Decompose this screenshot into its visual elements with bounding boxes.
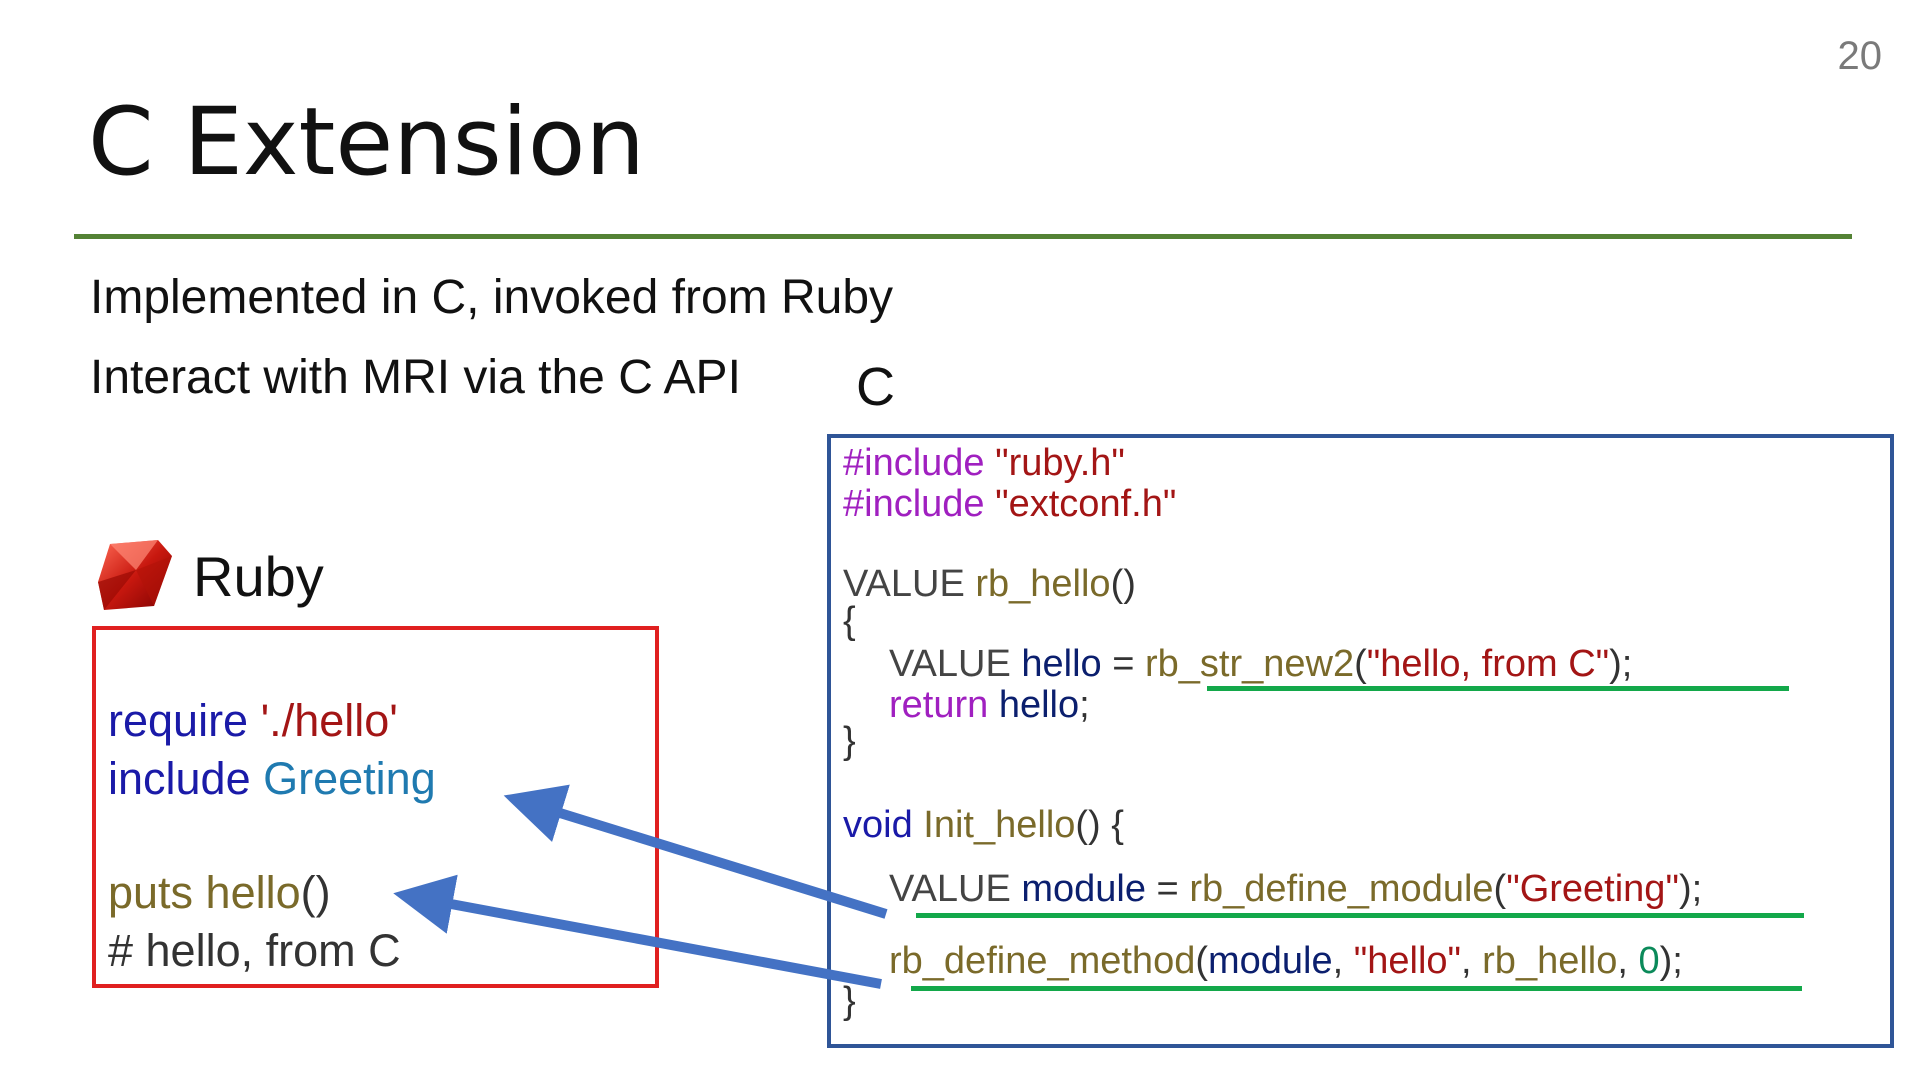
c-terminator: ; <box>1079 684 1090 726</box>
c-terminator: ); <box>1678 868 1703 910</box>
c-code-line: VALUE hello = rb_str_new2("hello, from C… <box>889 645 1632 683</box>
c-code-box <box>827 434 1894 1048</box>
c-code-line: } <box>843 982 856 1020</box>
c-type: VALUE <box>889 868 1011 910</box>
c-code-line: #include "extconf.h" <box>843 485 1176 523</box>
ruby-code-line: require './hello' <box>108 698 398 743</box>
c-string: "extconf.h" <box>995 483 1177 525</box>
ruby-logo-icon <box>98 540 172 610</box>
ruby-keyword: require <box>108 695 249 746</box>
highlight-underline <box>1207 686 1789 691</box>
slide-title: C Extension <box>88 88 645 197</box>
c-string: "Greeting" <box>1506 868 1679 910</box>
c-code-label: C <box>856 357 895 417</box>
ruby-code-line: puts hello() <box>108 870 331 915</box>
c-terminator: ); <box>1609 643 1633 685</box>
c-terminator: ); <box>1659 940 1683 982</box>
c-variable: module <box>1208 940 1333 982</box>
ruby-code-line: include Greeting <box>108 756 436 801</box>
c-variable: hello <box>1021 643 1102 685</box>
c-string: "hello, from C" <box>1366 643 1610 685</box>
title-divider <box>74 234 1852 239</box>
c-paren: ( <box>1354 643 1367 685</box>
c-function-name: rb_hello <box>975 563 1111 605</box>
ruby-comment: # hello, from C <box>108 925 401 976</box>
c-directive: #include <box>843 483 985 525</box>
c-parens: () { <box>1075 804 1124 846</box>
c-parens: () <box>1110 563 1136 605</box>
c-brace: } <box>843 720 856 762</box>
c-code-line: #include "ruby.h" <box>843 444 1125 482</box>
c-code-line: } <box>843 722 856 760</box>
c-paren: ( <box>1493 868 1507 910</box>
ruby-module-name: Greeting <box>263 753 436 804</box>
c-function-call: rb_define_method <box>889 940 1196 982</box>
c-code-line: VALUE module = rb_define_module("Greetin… <box>889 870 1702 908</box>
c-code-line: VALUE rb_hello() <box>843 565 1136 603</box>
c-code-line: void Init_hello() { <box>843 806 1124 844</box>
c-brace: { <box>843 600 856 642</box>
c-variable: module <box>1021 868 1146 910</box>
c-operator: = <box>1101 643 1145 685</box>
c-function-call: rb_str_new2 <box>1144 643 1355 685</box>
c-type: VALUE <box>889 643 1011 685</box>
c-type: void <box>843 804 913 846</box>
c-type: VALUE <box>843 563 965 605</box>
c-function-name: Init_hello <box>923 804 1076 846</box>
c-operator: = <box>1146 868 1190 910</box>
ruby-parens: () <box>300 867 331 918</box>
c-string: "hello" <box>1353 940 1462 982</box>
c-paren: ( <box>1195 940 1208 982</box>
c-function-call: rb_define_module <box>1189 868 1494 910</box>
c-keyword: return <box>889 684 989 726</box>
c-brace: } <box>843 980 856 1022</box>
c-string: "ruby.h" <box>995 442 1125 484</box>
ruby-string: './hello' <box>260 695 398 746</box>
bullet-text-1: Implemented in C, invoked from Ruby <box>90 271 894 324</box>
c-code-line: { <box>843 602 856 640</box>
c-code-line: return hello; <box>889 686 1090 724</box>
c-directive: #include <box>843 442 985 484</box>
page-number: 20 <box>1837 34 1883 78</box>
c-number: 0 <box>1638 940 1660 982</box>
ruby-code-label: Ruby <box>193 545 324 608</box>
ruby-method-call: puts hello <box>108 867 301 918</box>
c-separator: , <box>1332 940 1354 982</box>
c-code-line: rb_define_method(module, "hello", rb_hel… <box>889 942 1683 980</box>
highlight-underline <box>911 986 1802 991</box>
c-variable: hello <box>998 684 1080 726</box>
highlight-underline <box>916 913 1804 918</box>
c-function-ref: rb_hello <box>1482 940 1618 982</box>
c-separator: , <box>1461 940 1483 982</box>
ruby-keyword: include <box>108 753 251 804</box>
c-separator: , <box>1617 940 1639 982</box>
bullet-text-2: Interact with MRI via the C API <box>90 351 741 404</box>
ruby-code-comment: # hello, from C <box>108 928 401 973</box>
